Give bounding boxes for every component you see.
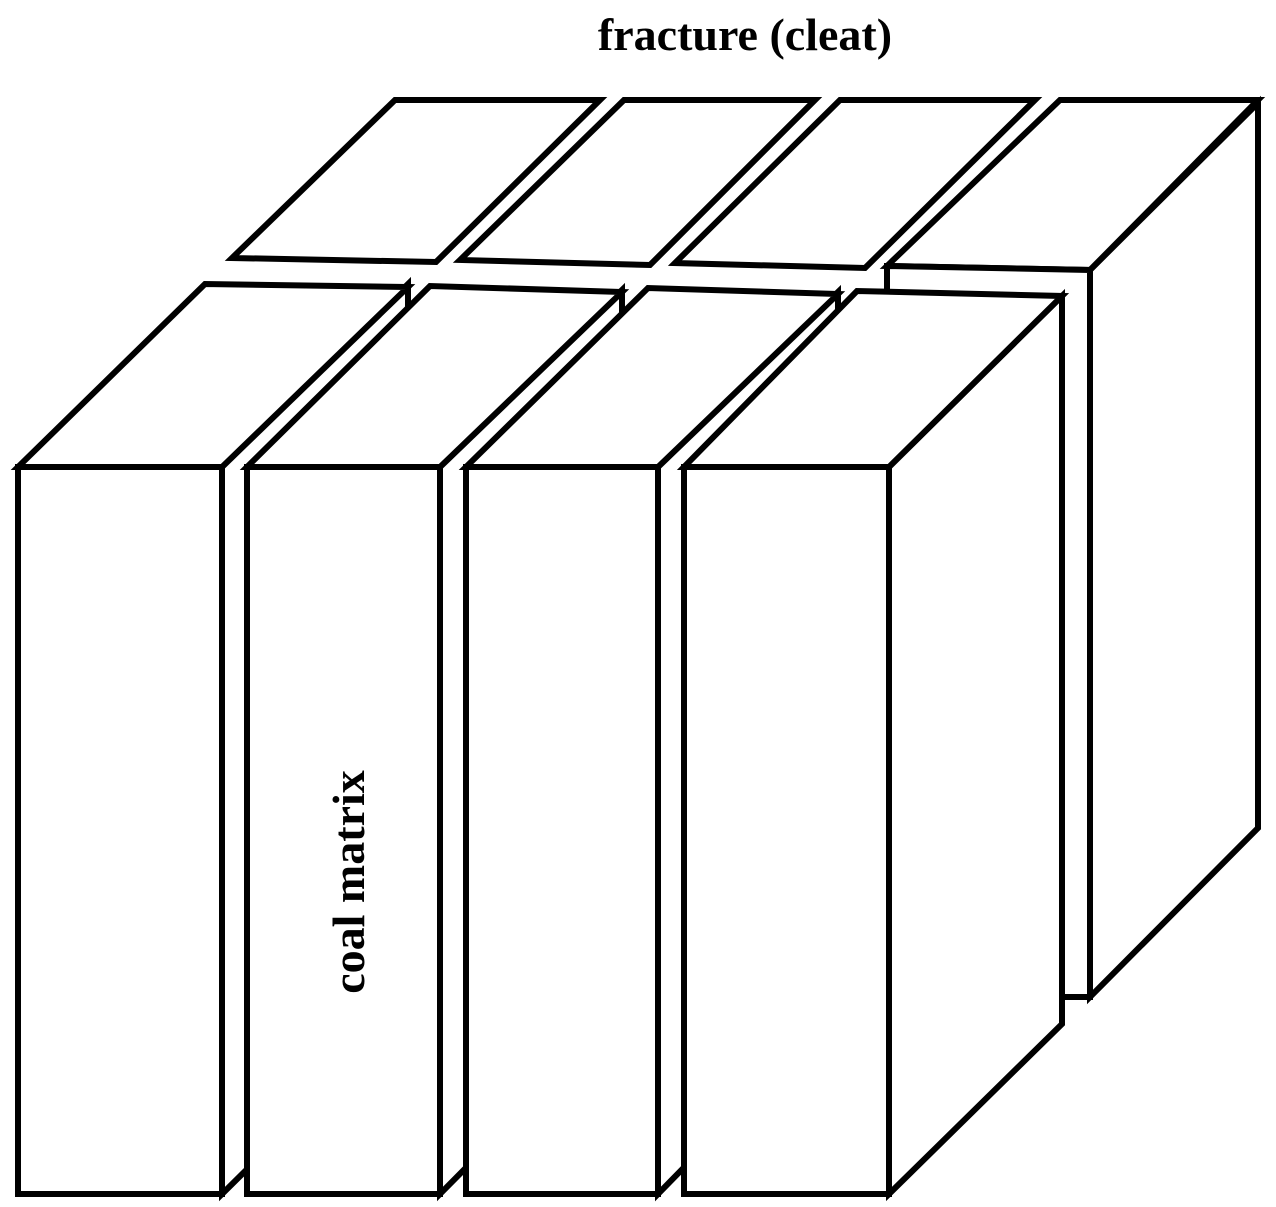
fracture-label: fracture (cleat)	[598, 9, 892, 60]
back-block-3	[667, 97, 1043, 272]
back-block-1	[224, 97, 608, 266]
front-row-blocks	[10, 276, 1070, 1202]
front-block-1-front	[15, 464, 225, 1197]
front-block-4	[676, 287, 1070, 1202]
back-block-1-top	[224, 97, 608, 266]
front-block-2-front	[244, 464, 443, 1197]
front-block-3-front	[463, 464, 661, 1197]
back-block-3-top	[667, 97, 1043, 272]
coal-matrix-label: coal matrix	[323, 770, 374, 994]
back-block-2	[452, 97, 823, 269]
front-block-4-front	[681, 464, 892, 1197]
back-block-2-top	[452, 97, 823, 269]
